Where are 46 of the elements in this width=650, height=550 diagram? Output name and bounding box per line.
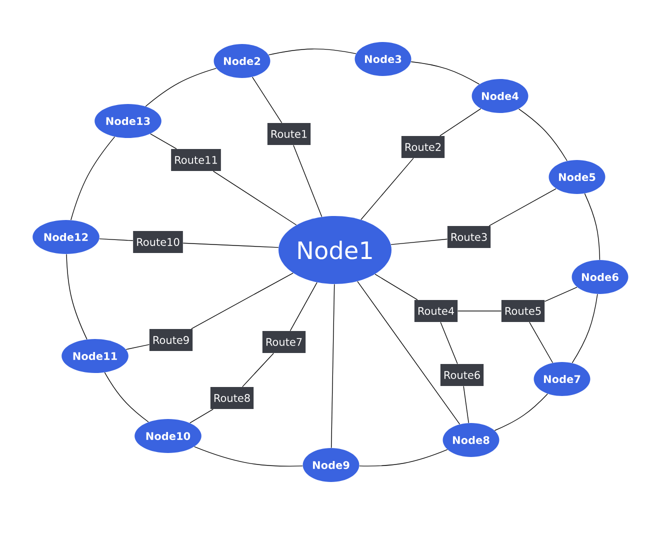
connector-line [359, 449, 448, 466]
connector-line [330, 284, 335, 448]
connector-line [268, 48, 356, 56]
route-box: Route10 [133, 231, 183, 253]
connector-line [66, 254, 88, 340]
connector-line [529, 322, 554, 364]
connector-line [440, 108, 482, 136]
route-box: Route1 [267, 123, 311, 145]
connector-line [190, 408, 214, 424]
route-box: Route5 [501, 300, 545, 322]
connector-line [70, 136, 116, 220]
connector-line [290, 282, 318, 332]
route-box: Route3 [447, 226, 491, 248]
connector-line [544, 286, 578, 302]
connector-line [191, 272, 294, 330]
connector-line [457, 310, 502, 312]
connector-line [494, 393, 548, 431]
connector-line [212, 170, 297, 226]
connector-line [360, 158, 414, 220]
route-box: Route11 [171, 149, 221, 171]
route-box: Route8 [210, 387, 254, 409]
connector-line [242, 352, 274, 388]
connector-line [145, 68, 217, 107]
connector-line [357, 281, 460, 425]
connector-line [390, 238, 448, 245]
route-box: Route6 [440, 364, 484, 386]
connector-line [293, 144, 322, 218]
route-box: Route2 [401, 136, 445, 158]
connector-line [126, 344, 150, 350]
route-box: Route7 [262, 331, 306, 353]
route-box: Route9 [149, 329, 193, 351]
connector-line [99, 238, 134, 241]
connector-line [194, 446, 303, 467]
connector-line [488, 188, 556, 226]
connector-line [463, 386, 469, 424]
connector-line [518, 108, 568, 162]
connector-line [150, 134, 177, 150]
connector-line [572, 294, 598, 364]
connector-line [410, 61, 480, 85]
connector-line [440, 322, 458, 364]
connector-line [182, 242, 279, 248]
route-box: Route4 [414, 300, 458, 322]
connector-line [584, 193, 600, 260]
connector-line [104, 372, 149, 422]
connector-line [374, 274, 418, 300]
connector-line [252, 76, 282, 124]
